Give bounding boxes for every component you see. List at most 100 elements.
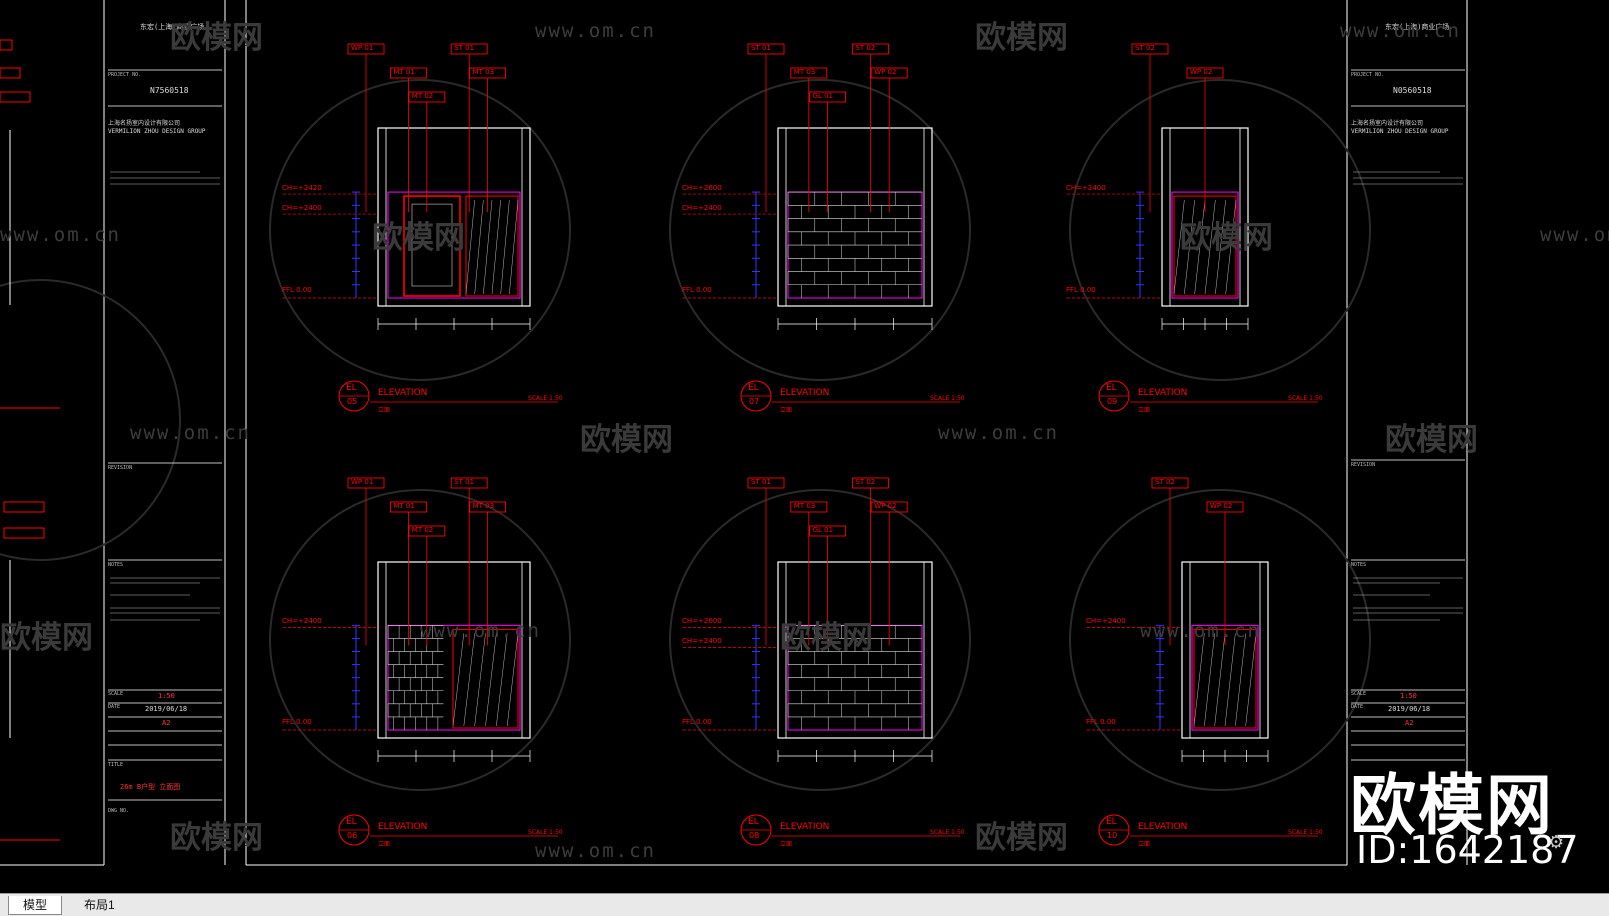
glass-hatch — [485, 633, 497, 727]
date-label-left: DATE — [108, 704, 121, 710]
material-tag: ST 01 — [751, 44, 771, 52]
door-inner — [411, 203, 453, 287]
date-value-right: 2019/06/18 — [1388, 705, 1431, 713]
level-label-ch-2400: CH=+2400 — [1066, 184, 1106, 193]
elevation-sub-label: 立面 — [780, 841, 793, 848]
watermark-brand: 欧模网 — [0, 620, 93, 656]
title-value-left: 26m B户型 立面图 — [120, 783, 181, 791]
material-tag: WP 02 — [874, 502, 897, 510]
date-label-right: DATE — [1351, 704, 1364, 710]
material-tag: ST 01 — [454, 478, 475, 486]
elevation-scale: SCALE 1:50 — [930, 395, 965, 402]
watermark-brand: 欧模网 — [975, 820, 1068, 856]
tab-model[interactable]: 模型 — [8, 896, 63, 915]
elevation-sub-label: 立面 — [378, 841, 391, 848]
material-tag: ST 01 — [454, 44, 475, 52]
cad-model-canvas[interactable] — [0, 0, 1609, 893]
elevation-label: ELEVATION — [780, 388, 830, 398]
level-label-ch-2400: CH=+2400 — [682, 637, 722, 646]
watermark-url: www.om.cn — [0, 224, 121, 246]
material-tag: WP 02 — [1210, 502, 1233, 510]
material-tag: MT 01 — [393, 502, 415, 510]
watermark-url: www.om.cn — [938, 422, 1059, 444]
material-tag: WP 02 — [1190, 68, 1213, 76]
watermark-brand: 欧模网 — [372, 220, 465, 256]
material-tag: ST 02 — [1155, 478, 1175, 486]
elevation-sub-label: 立面 — [378, 407, 391, 414]
elevation-code: EL — [346, 817, 357, 827]
level-label-ffl: FFL 0.00 — [282, 286, 312, 294]
size-value-right: A2 — [1405, 719, 1414, 727]
glass-hatch — [1225, 200, 1237, 295]
glass-hatch — [509, 200, 519, 295]
title-block-left — [108, 69, 222, 801]
glass-hatch — [506, 633, 519, 727]
watermark-brand: 欧模网 — [170, 820, 263, 856]
material-tag: GL 01 — [812, 526, 834, 534]
material-tag: ST 02 — [855, 478, 876, 486]
watermark-logo: 欧模网 — [1350, 767, 1554, 844]
level-label-ffl: FFL 0.00 — [682, 286, 712, 294]
project-no-left: N7560518 — [150, 86, 189, 95]
material-tag: ST 01 — [751, 478, 771, 486]
elevation-sub-label: 立面 — [1138, 841, 1151, 848]
level-label-ch-2400: CH=+2400 — [282, 617, 322, 626]
glass-hatch — [463, 633, 475, 727]
material-tag: WP 01 — [351, 478, 374, 486]
scale-value-left: 1:50 — [158, 692, 175, 700]
elevation-scale: SCALE 1:50 — [528, 395, 563, 402]
elevation-scale: SCALE 1:50 — [1288, 829, 1323, 836]
glass-hatch — [1245, 633, 1257, 727]
level-label-ch-2400: CH=+2400 — [682, 204, 722, 213]
layout-tab-bar: 模型 布局1 — [0, 893, 1609, 916]
title-label-left: TITLE — [108, 762, 124, 768]
material-tag: MT 02 — [411, 92, 434, 100]
material-tag: MT 03 — [472, 502, 495, 510]
glass-hatch — [1194, 200, 1206, 295]
dwg-label-left: DWG NO. — [108, 808, 130, 814]
glass-hatch — [465, 200, 475, 295]
watermark-brand: 欧模网 — [780, 620, 873, 656]
material-tag: ST 02 — [1135, 44, 1155, 52]
left-edge-fragments — [0, 39, 60, 841]
watermark-url: www.om.cn — [1340, 20, 1461, 42]
notes-label-right: NOTES — [1351, 562, 1367, 568]
elevation-number: 09 — [1107, 397, 1118, 406]
tab-layout-1[interactable]: 布局1 — [84, 898, 115, 912]
glass-hatch — [1224, 633, 1236, 727]
watermark-url: www.om.cn — [420, 620, 541, 642]
glass-hatch — [1235, 633, 1246, 727]
elevation-label: ELEVATION — [1138, 822, 1188, 832]
glass-hatch — [1204, 633, 1215, 727]
level-label-ch-2600: CH=+2600 — [682, 617, 722, 626]
watermark-brand: 欧模网 — [170, 20, 263, 56]
glass-hatch — [491, 200, 501, 295]
scale-label-right: SCALE — [1351, 691, 1367, 697]
glass-hatch — [500, 200, 510, 295]
elevation-sub-label: 立面 — [1138, 407, 1151, 414]
level-label-ch-2400: CH=+2400 — [1086, 617, 1126, 626]
level-label-ffl: FFL 0.00 — [682, 718, 712, 726]
glass-hatch — [483, 200, 493, 295]
glass-hatch — [452, 633, 465, 727]
company-cn-left: 上海名扬室内设计有限公司 — [108, 120, 181, 127]
elevation-label: ELEVATION — [378, 388, 428, 398]
glass-hatch — [496, 633, 508, 727]
room-frame — [377, 561, 531, 739]
elevation-number: 08 — [749, 831, 760, 840]
watermark-url: www.om.cn — [535, 20, 656, 42]
elevation-code: EL — [346, 383, 357, 393]
elevation-sub-label: 立面 — [780, 407, 793, 414]
elevation-code: EL — [1106, 383, 1117, 393]
elevation-number: 05 — [347, 397, 358, 406]
project-no-label-right: PROJECT NO. — [1351, 72, 1385, 78]
room-frame — [777, 561, 933, 739]
title-block-right — [1351, 69, 1465, 761]
revision-label-right: REVISION — [1351, 462, 1376, 468]
elevation-code: EL — [1106, 817, 1117, 827]
elevation-number: 10 — [1107, 831, 1118, 840]
material-tag: WP 02 — [874, 68, 897, 76]
watermark-circles — [0, 79, 1371, 791]
settings-gear-icon[interactable]: ⚙ — [1548, 832, 1565, 853]
size-value-left: A2 — [162, 719, 171, 727]
